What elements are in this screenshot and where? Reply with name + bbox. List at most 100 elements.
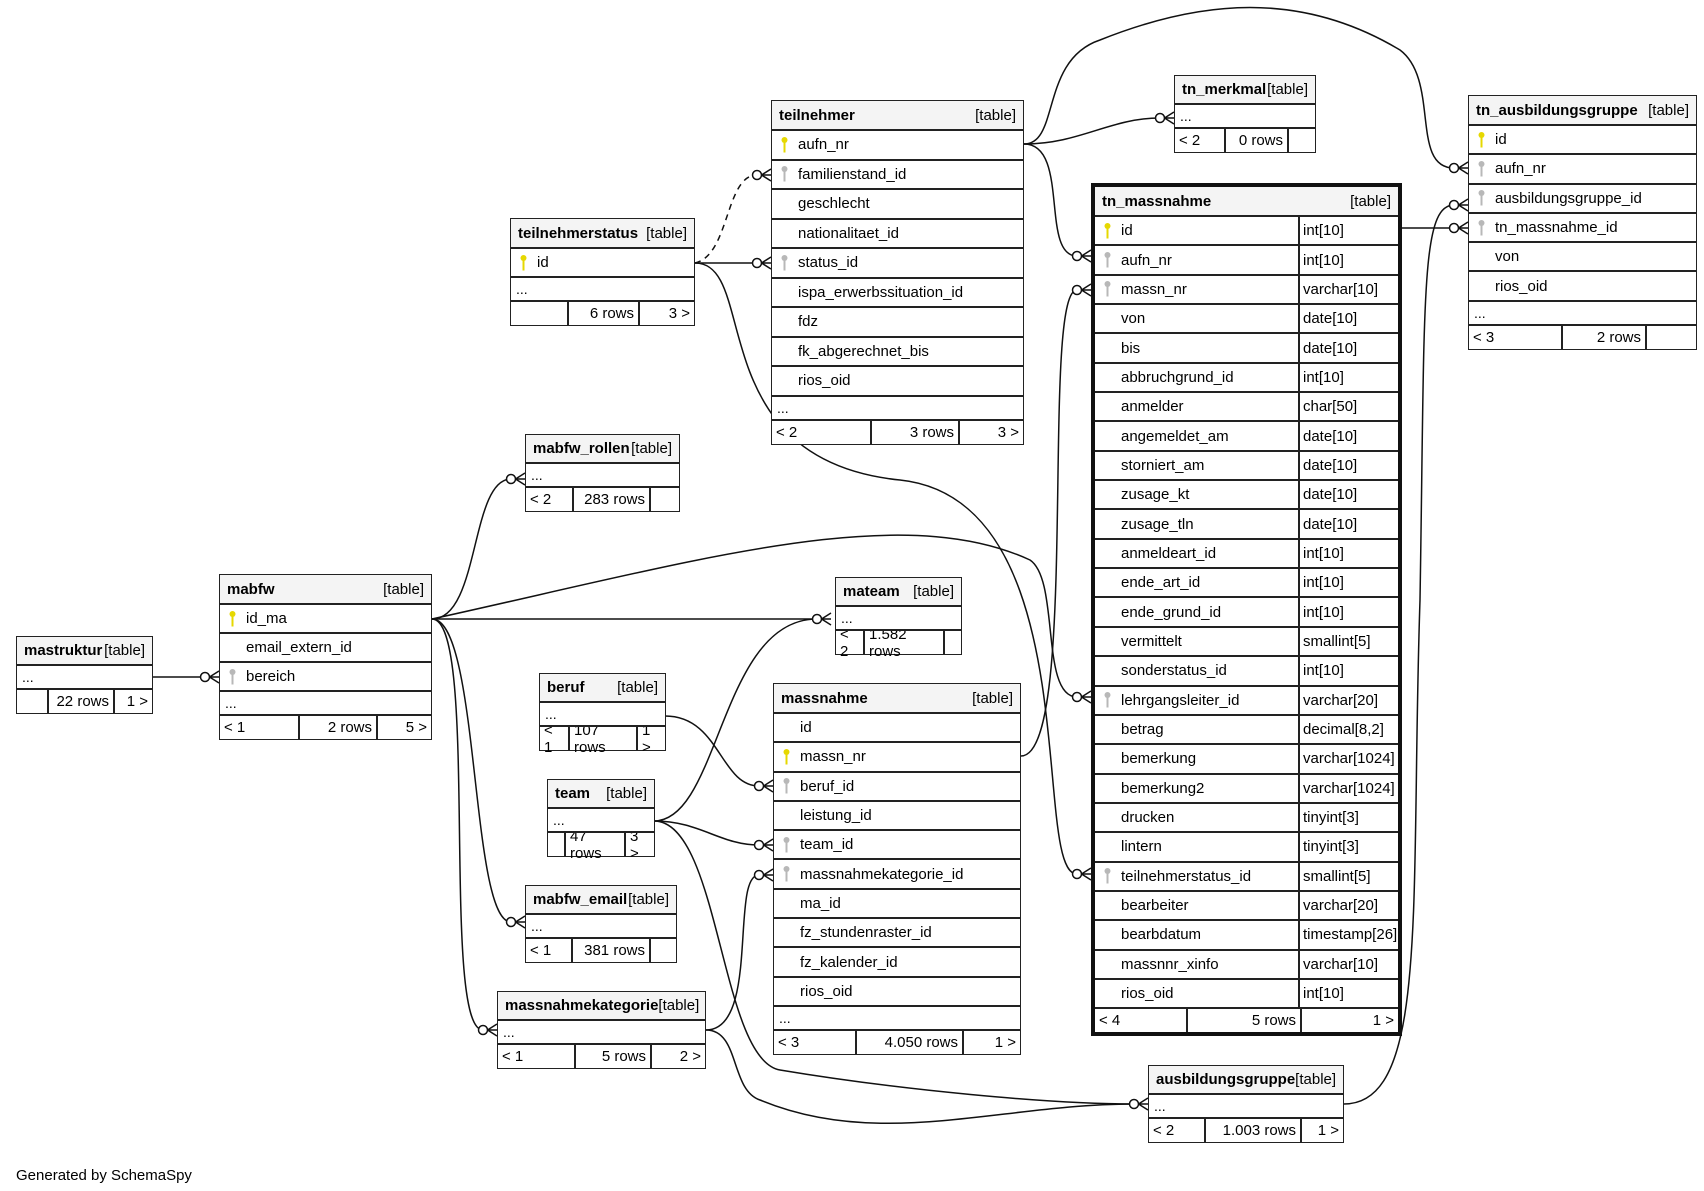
row-count: 6 rows	[569, 302, 640, 325]
relationship-line	[431, 618, 512, 923]
column-name: teilnehmerstatus_id	[1121, 867, 1252, 885]
column-row[interactable]: tn_massnahme_id	[1469, 214, 1696, 244]
column-name: fdz	[798, 313, 819, 331]
column-name: beruf_id	[800, 777, 855, 795]
optional-endpoint-circle	[1071, 284, 1083, 296]
column-name-cell: fz_kalender_id	[774, 948, 1020, 975]
column-type: int[10]	[1298, 363, 1398, 392]
column-row[interactable]: beruf_id	[774, 773, 1020, 802]
column-type: date[10]	[1298, 422, 1398, 450]
column-row[interactable]: aufn_nr	[772, 131, 1023, 161]
column-row[interactable]: rios_oid	[772, 367, 1023, 397]
table-massnahmekategorie[interactable]: massnahmekategorie [table] ... < 1 5 row…	[497, 991, 706, 1069]
column-row[interactable]: geschlecht	[772, 190, 1023, 220]
column-row[interactable]: massn_nr	[774, 743, 1020, 773]
column-row[interactable]: fz_stundenraster_id	[774, 919, 1020, 949]
column-row[interactable]: abbruchgrund_id int[10]	[1095, 363, 1398, 394]
column-type: timestamp[26]	[1298, 921, 1398, 949]
column-row[interactable]: nationalitaet_id	[772, 220, 1023, 249]
relationship-line	[694, 262, 1078, 875]
ellipsis-row: ...	[1175, 105, 1315, 129]
column-row[interactable]: ma_id	[774, 890, 1020, 920]
column-row[interactable]: rios_oid	[774, 978, 1020, 1007]
table-footer: < 3 4.050 rows 1 >	[774, 1030, 1020, 1054]
column-row[interactable]: id_ma	[220, 605, 431, 634]
parents-count: < 2	[772, 420, 872, 444]
column-row[interactable]: aufn_nr	[1469, 155, 1696, 185]
table-mabfw-email[interactable]: mabfw_email [table] ... < 1 381 rows	[525, 885, 677, 963]
column-row[interactable]: fdz	[772, 308, 1023, 338]
column-name-cell: von	[1095, 305, 1298, 332]
column-row[interactable]: team_id	[774, 831, 1020, 861]
table-name: tn_massnahme	[1102, 192, 1212, 210]
column-row[interactable]: fz_kalender_id	[774, 948, 1020, 978]
row-count: 22 rows	[49, 690, 115, 713]
relationship-line	[1023, 6, 1455, 169]
column-name: vermittelt	[1121, 632, 1182, 650]
column-row[interactable]: status_id	[772, 249, 1023, 279]
column-row[interactable]: ispa_erwerbssituation_id	[772, 279, 1023, 308]
optional-endpoint-circle	[199, 671, 211, 683]
column-row[interactable]: massnahmekategorie_id	[774, 860, 1020, 890]
column-row[interactable]: id	[1469, 126, 1696, 156]
column-row[interactable]: leistung_id	[774, 802, 1020, 832]
table-tn-merkmal[interactable]: tn_merkmal [table] ... < 2 0 rows	[1174, 75, 1316, 153]
table-mastruktur[interactable]: mastruktur [table] ... 22 rows 1 >	[16, 636, 153, 714]
column-name: abbruchgrund_id	[1121, 368, 1234, 386]
relationship-line	[653, 618, 818, 822]
table-beruf[interactable]: beruf [table] ... < 1 107 rows 1 >	[539, 673, 666, 756]
table-header: ausbildungsgruppe [table]	[1149, 1066, 1343, 1095]
column-row[interactable]: ausbildungsgruppe_id	[1469, 185, 1696, 214]
column-row[interactable]: id	[774, 714, 1020, 744]
column-row[interactable]: familienstand_id	[772, 161, 1023, 190]
column-row[interactable]: email_extern_id	[220, 634, 431, 663]
table-mateam[interactable]: mateam [table] ... < 2 1.582 rows	[835, 577, 962, 660]
children-count	[1647, 326, 1696, 349]
table-teilnehmerstatus[interactable]: teilnehmerstatus [table] id ... 6 rows 3…	[510, 218, 695, 326]
column-name: geschlecht	[798, 195, 870, 213]
table-header: teilnehmerstatus [table]	[511, 219, 694, 249]
column-name-cell: bis	[1095, 334, 1298, 361]
column-row[interactable]: fk_abgerechnet_bis	[772, 338, 1023, 367]
column-row[interactable]: id	[511, 249, 694, 278]
column-row[interactable]: bereich	[220, 663, 431, 692]
table-team[interactable]: team [table] ... 47 rows 3 >	[547, 779, 655, 862]
column-row[interactable]: von	[1469, 243, 1696, 273]
table-mabfw-rollen[interactable]: mabfw_rollen [table] ... < 2 283 rows	[525, 434, 680, 512]
column-type: char[50]	[1298, 393, 1398, 421]
column-row[interactable]: rios_oid	[1469, 272, 1696, 302]
row-count: 283 rows	[574, 488, 651, 511]
table-ausbildungsgruppe[interactable]: ausbildungsgruppe [table] ... < 2 1.003 …	[1148, 1065, 1344, 1143]
